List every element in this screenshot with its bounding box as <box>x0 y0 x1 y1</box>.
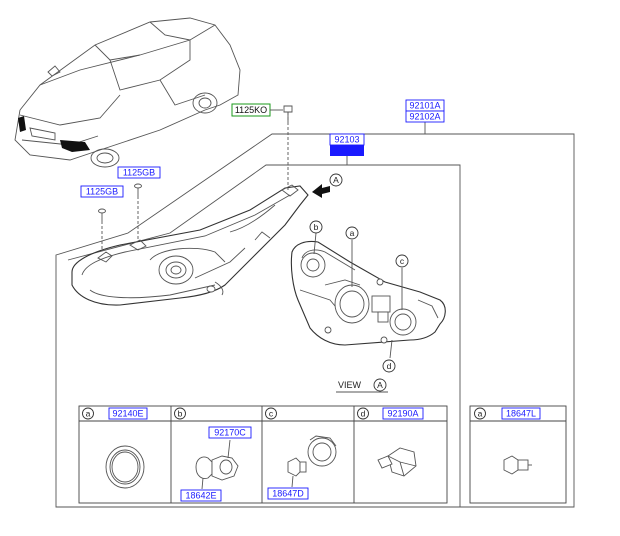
cell-c-letter: c <box>269 409 274 419</box>
callout-a-rear: a <box>350 228 355 238</box>
label-1125gb-right: 1125GB <box>123 168 155 178</box>
label-screw-left: 1125GB <box>80 185 124 198</box>
label-screw-right: 1125GB <box>117 166 161 179</box>
screw-right-icon <box>134 183 142 240</box>
parts-table <box>78 405 448 504</box>
callout-d-rear: d <box>387 361 392 371</box>
callout-b-rear: b <box>314 222 319 232</box>
highlighted-label-bar <box>330 145 364 156</box>
label-92190a: 92190A <box>387 409 418 419</box>
parts-cell-b: b 92170C 18642E <box>174 407 252 502</box>
parts-cell-extra: a 18647L <box>469 405 567 504</box>
view-label-text: VIEW <box>338 380 362 390</box>
screw-left-icon <box>98 208 106 250</box>
view-arrow: A <box>312 173 343 198</box>
label-92102a: 92102A <box>409 112 440 122</box>
arrow-callout-letter: A <box>333 175 339 185</box>
view-callout-letter: A <box>377 380 383 390</box>
label-1125gb-left: 1125GB <box>86 187 118 197</box>
rear-view-a: b a c d <box>290 220 446 373</box>
label-92101a: 92101A <box>409 101 440 111</box>
label-sub-assembly: 92103 <box>329 133 365 156</box>
label-main-assembly: 92101A 92102A <box>405 99 445 123</box>
label-92140e: 92140E <box>112 409 143 419</box>
cell-d-letter: d <box>361 409 366 419</box>
label-92103: 92103 <box>334 135 359 145</box>
label-18647l: 18647L <box>506 409 536 419</box>
car-illustration <box>14 17 241 168</box>
cell-extra-letter: a <box>478 409 483 419</box>
label-18642e: 18642E <box>185 491 216 501</box>
cell-a-letter: a <box>86 409 91 419</box>
label-18647d: 18647D <box>272 489 304 499</box>
headlamp-assembly <box>71 184 309 306</box>
label-bolt-top: 1125KO <box>231 103 283 117</box>
bolt-top-icon <box>283 105 293 190</box>
label-92170c: 92170C <box>214 428 246 438</box>
view-a-label: VIEW A <box>336 378 388 393</box>
cell-b-letter: b <box>178 409 183 419</box>
label-1125ko: 1125KO <box>235 105 267 115</box>
parts-cell-c: c 18647D <box>265 407 337 500</box>
parts-cell-a: a 92140E <box>82 407 148 489</box>
callout-c-rear: c <box>400 256 405 266</box>
parts-cell-d: d 92190A <box>357 407 424 477</box>
